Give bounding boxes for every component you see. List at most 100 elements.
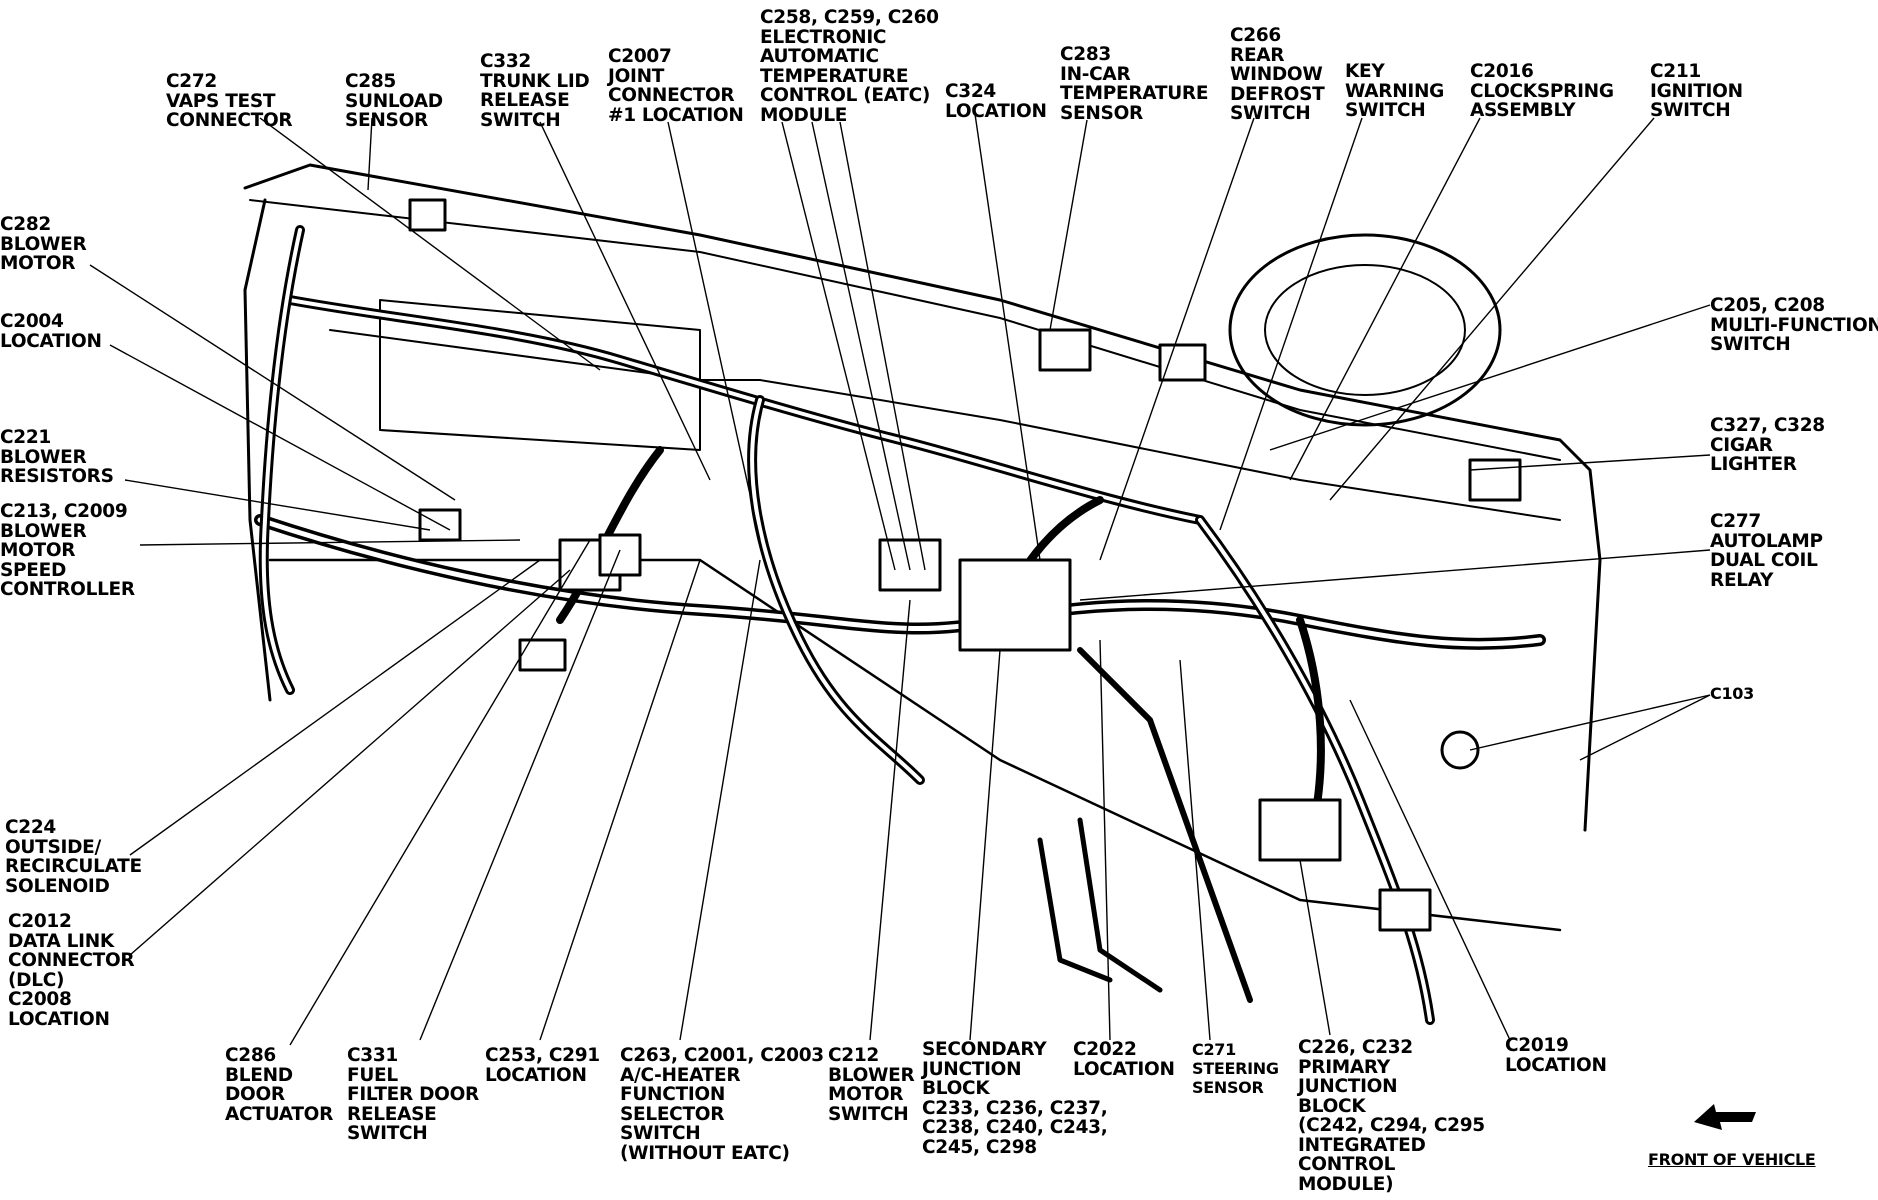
label-line: RECIRCULATE: [5, 856, 142, 877]
label-line: C2016: [1470, 61, 1534, 82]
label-line: CLOCKSPRING: [1470, 80, 1614, 102]
front-of-vehicle-label: FRONT OF VEHICLE: [1648, 1150, 1816, 1169]
label-line: C2012: [8, 911, 72, 932]
connector-block-4: [1158, 343, 1207, 382]
pedal-2: [1077, 817, 1163, 993]
label-line: SWITCH: [347, 1123, 428, 1144]
label-line: C331: [347, 1045, 398, 1066]
label-line: ELECTRONIC: [760, 26, 887, 48]
connector-block-8: [598, 533, 642, 577]
label-line: #1 LOCATION: [608, 104, 744, 126]
dash-panel: [329, 329, 1561, 521]
label-line: ASSEMBLY: [1470, 100, 1576, 121]
label-line: ACTUATOR: [225, 1103, 334, 1125]
label-c205: C205, C208 MULTI-FUNCTION SWITCH: [1710, 296, 1878, 355]
connector-block-6: [1378, 888, 1432, 932]
label-line: C282: [0, 214, 51, 235]
label-line: LOCATION: [945, 100, 1047, 122]
label-line: WARNING: [1345, 80, 1445, 102]
label-line: DEFROST: [1230, 83, 1325, 105]
leader-lines: [89, 113, 1711, 1046]
label-line: TEMPERATURE: [760, 65, 909, 87]
label-line: SWITCH: [1345, 100, 1426, 121]
label-line: BLOCK: [1298, 1095, 1366, 1117]
label-line: SWITCH: [828, 1103, 909, 1125]
label-line: C2008: [8, 989, 72, 1010]
label-line: C286: [225, 1045, 276, 1066]
steering-wheel: [1228, 233, 1502, 427]
label-line: C205, C208: [1710, 295, 1825, 316]
label-line: MODULE: [760, 104, 848, 126]
label-line: BLOWER: [0, 233, 87, 255]
label-line: C332: [480, 51, 531, 72]
label-line: PRIMARY: [1298, 1056, 1390, 1078]
label-line: OUTSIDE/: [5, 836, 101, 858]
label-line: MULTI-FUNCTION: [1710, 314, 1878, 336]
label-c327: C327, C328 CIGAR LIGHTER: [1710, 416, 1825, 475]
label-line: SENSOR: [1060, 102, 1143, 124]
label-line: C245, C298: [922, 1136, 1037, 1158]
label-c286: C286 BLEND DOOR ACTUATOR: [225, 1046, 333, 1124]
label-line: KEY: [1345, 61, 1385, 82]
label-line: FUNCTION: [620, 1084, 726, 1105]
label-line: LOCATION: [0, 330, 102, 352]
label-line: CONTROL: [1298, 1154, 1396, 1175]
label-c103: C103: [1710, 684, 1754, 703]
label-line: C266: [1230, 25, 1281, 46]
label-line: LOCATION: [8, 1008, 110, 1030]
label-line: C277: [1710, 511, 1761, 532]
label-line: IGNITION: [1650, 80, 1743, 102]
label-line: C213, C2009: [0, 501, 128, 522]
label-line: FILTER DOOR: [347, 1084, 479, 1105]
label-line: TEMPERATURE: [1060, 83, 1209, 104]
label-c277: C277 AUTOLAMP DUAL COIL RELAY: [1710, 512, 1823, 590]
label-c2019: C2019 LOCATION: [1505, 1036, 1607, 1075]
label-line: BLOWER: [828, 1064, 915, 1086]
label-c212: C212 BLOWER MOTOR SWITCH: [828, 1046, 915, 1125]
label-line: CONTROL (EATC): [760, 85, 931, 106]
label-line: C233, C236, C237,: [922, 1097, 1108, 1119]
label-line: JUNCTION: [1298, 1076, 1398, 1097]
label-line: C103: [1710, 684, 1754, 703]
label-line: LIGHTER: [1710, 454, 1797, 475]
label-c2004: C2004 LOCATION: [0, 312, 102, 351]
label-line: LOCATION: [485, 1064, 587, 1086]
label-line: SWITCH: [1650, 100, 1731, 121]
label-line: SWITCH: [1710, 334, 1791, 355]
label-c2012: C2012 DATA LINK CONNECTOR (DLC) C2008 LO…: [8, 911, 135, 1030]
label-line: (WITHOUT EATC): [620, 1142, 790, 1164]
label-line: WINDOW: [1230, 64, 1323, 85]
label-line: JOINT: [608, 65, 665, 87]
label-line: (DLC): [8, 969, 65, 991]
label-line: FUEL: [347, 1064, 398, 1086]
label-line: SPEED: [0, 559, 67, 581]
label-c266: C266 REAR WINDOW DEFROST SWITCH: [1230, 25, 1325, 124]
dash-face: [243, 198, 272, 702]
label-c282: C282 BLOWER MOTOR: [0, 214, 87, 274]
label-line: C285: [345, 71, 396, 92]
label-line: C253, C291: [485, 1045, 600, 1066]
label-line: CONTROLLER: [0, 579, 135, 600]
label-line: JUNCTION: [922, 1058, 1022, 1080]
label-line: RELEASE: [480, 90, 570, 111]
label-line: DUAL COIL: [1710, 550, 1818, 571]
label-line: C224: [5, 817, 56, 838]
label-line: SWITCH: [1230, 103, 1311, 124]
label-c224: C224 OUTSIDE/ RECIRCULATE SOLENOID: [5, 818, 142, 896]
label-line: MODULE): [1298, 1173, 1394, 1195]
dash-top-edge-inner: [249, 199, 1561, 461]
glovebox: [379, 299, 701, 451]
label-c283: C283 IN-CAR TEMPERATURE SENSOR: [1060, 45, 1209, 124]
label-line: CIGAR: [1710, 434, 1773, 456]
arrow-icon: [1692, 1098, 1762, 1134]
label-line: C2004: [0, 311, 64, 332]
label-line: IN-CAR: [1060, 63, 1131, 85]
harness-center-inner: [750, 398, 922, 782]
label-line: C2007: [608, 46, 672, 67]
label-line: C2022: [1073, 1039, 1137, 1060]
label-line: C221: [0, 427, 51, 448]
label-line: LOCATION: [1073, 1058, 1175, 1080]
steering-wheel-inner: [1264, 264, 1466, 396]
label-line: STEERING: [1192, 1059, 1279, 1078]
